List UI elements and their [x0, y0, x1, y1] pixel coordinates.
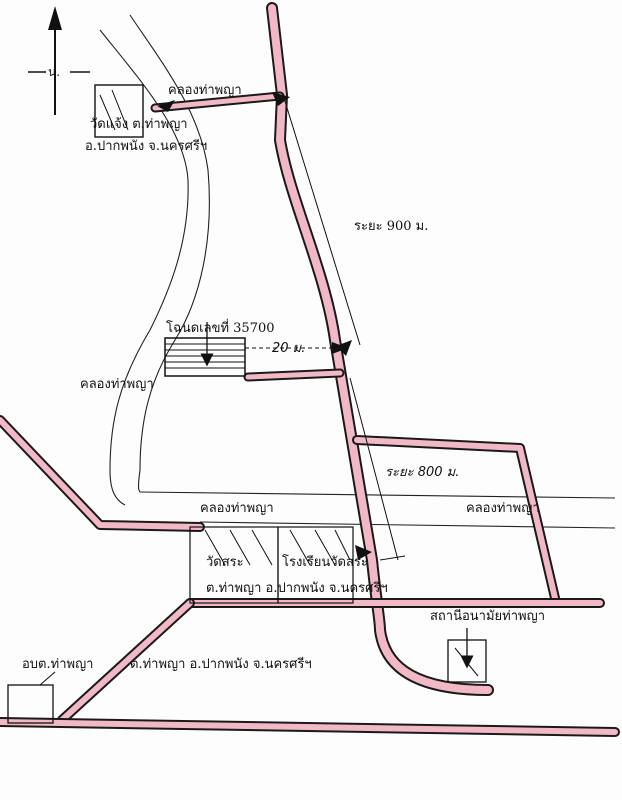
dimension-900m: [272, 92, 361, 346]
obt-label: อบต.ท่าพญา: [22, 657, 94, 672]
obt-plot: [7, 671, 56, 724]
canal-right-label: คลองท่าพญา: [466, 501, 540, 516]
distance-900-label: ระยะ 900 ม.: [354, 219, 429, 234]
deed-label: โฉนดเลขที่ 35700: [166, 321, 275, 336]
school-label: โรงเรียนวัดสระ: [282, 555, 368, 570]
obt-address-label: ต.ท่าพญา อ.ปากพนัง จ.นครศรีฯ: [130, 657, 312, 672]
temple-sra-label: วัดสระ: [206, 555, 244, 570]
canal-mid-label: คลองท่าพญา: [200, 501, 274, 516]
health-station-plot: [447, 628, 487, 683]
roads: [0, 2, 620, 737]
dimension-800m: [349, 377, 406, 561]
health-station-label: สถานีอนามัยท่าพญา: [430, 609, 545, 624]
distance-800-label: ระยะ 800 ม.: [385, 465, 460, 480]
north-label: น.: [48, 65, 61, 79]
canal-top-label: คลองท่าพญา: [168, 83, 242, 98]
wat-sra-block: [189, 526, 354, 604]
distance-20-label: 20 ม.: [272, 341, 306, 356]
temple-top-address: อ.ปากพนัง จ.นครศรีฯ: [85, 139, 208, 154]
temple-top-name: วัดแจ้ง ต.ท่าพญา: [90, 117, 188, 132]
canal-left-label: คลองท่าพญา: [80, 377, 154, 392]
north-arrow-icon: [28, 6, 90, 115]
sra-address-label: ต.ท่าพญา อ.ปากพนัง จ.นครศรีฯ: [206, 581, 388, 596]
pointer-arrow-icon: [157, 100, 352, 356]
deed-land-plot: [164, 322, 246, 377]
temple-chaeng-plot: [94, 84, 144, 138]
